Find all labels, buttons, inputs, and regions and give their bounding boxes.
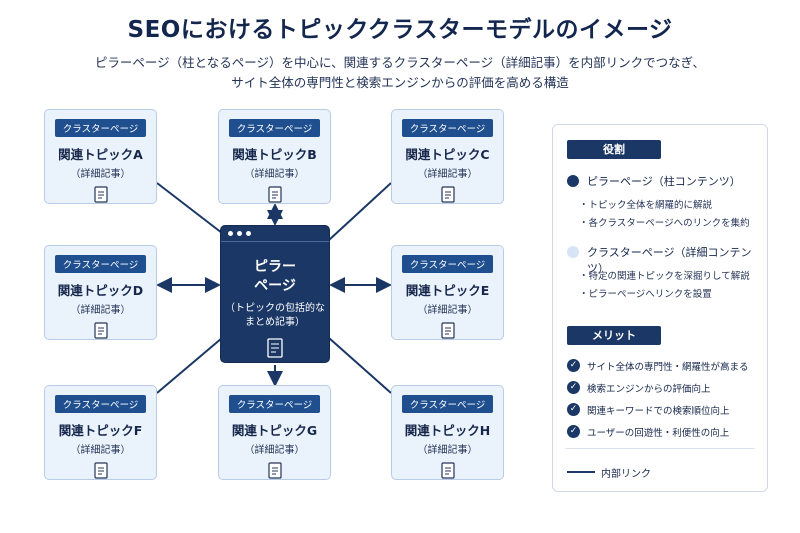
merit-item-4: ユーザーの回遊性・利便性の向上 [587, 428, 730, 439]
cluster-topic: 関連トピックG [231, 423, 318, 438]
document-icon [45, 322, 156, 339]
document-icon [219, 462, 330, 479]
cluster-role-label: クラスターページ（詳細コンテンツ） [587, 246, 752, 275]
cluster-detail: （詳細記事） [417, 305, 478, 316]
cluster-topic: 関連トピックH [404, 423, 491, 438]
cluster-tag: クラスターページ [54, 119, 147, 137]
panel-divider [565, 448, 755, 449]
document-icon [219, 186, 330, 203]
document-icon [392, 186, 503, 203]
document-icon [221, 338, 329, 358]
check-icon: ✓ [567, 359, 580, 372]
link-line-f [156, 337, 223, 394]
document-icon [392, 462, 503, 479]
pillar-role-dot [567, 175, 579, 187]
cluster-topic: 関連トピックA [58, 147, 143, 162]
internal-link-legend-label: 内部リンク [601, 469, 651, 480]
subtitle-line-2: サイト全体の専門性と検索エンジンからの評価を高める構造 [231, 75, 569, 90]
cluster-tag: クラスターページ [401, 395, 494, 413]
cluster-card-h: クラスターページ 関連トピックH （詳細記事） [391, 385, 504, 480]
pillar-role-bullet-1: ・トピック全体を網羅的に解説 [579, 200, 713, 211]
cluster-tag: クラスターページ [401, 255, 494, 273]
check-icon: ✓ [567, 425, 580, 438]
cluster-detail: （詳細記事） [70, 445, 131, 456]
cluster-topic: 関連トピックB [232, 147, 317, 162]
document-icon [45, 462, 156, 479]
window-dots [228, 231, 251, 236]
cluster-topic: 関連トピックC [405, 147, 490, 162]
cluster-role-bullet-1: ・特定の関連トピックを深掘りして解説 [579, 271, 750, 282]
cluster-role-bullet-2: ・ピラーページへリンクを設置 [579, 289, 712, 300]
cluster-tag: クラスターページ [54, 395, 147, 413]
merit-item-1: サイト全体の専門性・網羅性が高まる [587, 362, 749, 373]
check-icon: ✓ [567, 403, 580, 416]
merits-heading: メリット [567, 326, 661, 345]
cluster-detail: （詳細記事） [244, 445, 305, 456]
link-line-a [156, 182, 223, 234]
pillar-description: （トピックの包括的な まとめ記事） [225, 303, 325, 328]
subtitle-line-1: ピラーページ（柱となるページ）を中心に、関連するクラスターページ（詳細記事）を内… [94, 55, 706, 70]
link-line-c [328, 182, 392, 241]
cluster-topic: 関連トピックE [405, 283, 490, 298]
legend-panel: 役割 ピラーページ（柱コンテンツ） ・トピック全体を網羅的に解説 ・各クラスター… [552, 124, 768, 492]
cluster-card-c: クラスターページ 関連トピックC （詳細記事） [391, 109, 504, 204]
document-icon [392, 322, 503, 339]
cluster-detail: （詳細記事） [417, 169, 478, 180]
internal-link-legend-line [567, 471, 595, 473]
pillar-role-label: ピラーページ（柱コンテンツ） [587, 175, 741, 188]
cluster-card-e: クラスターページ 関連トピックE （詳細記事） [391, 245, 504, 340]
merit-item-2: 検索エンジンからの評価向上 [587, 384, 711, 395]
cluster-tag: クラスターページ [54, 255, 147, 273]
cluster-card-d: クラスターページ 関連トピックD （詳細記事） [44, 245, 157, 340]
cluster-detail: （詳細記事） [417, 445, 478, 456]
cluster-detail: （詳細記事） [70, 305, 131, 316]
cluster-tag: クラスターページ [228, 119, 321, 137]
link-line-h [328, 337, 392, 394]
pillar-title: ピラー ページ [254, 259, 296, 294]
cluster-tag: クラスターページ [401, 119, 494, 137]
cluster-role-dot [567, 246, 579, 258]
cluster-topic: 関連トピックF [58, 423, 143, 438]
merit-item-3: 関連キーワードでの検索順位向上 [587, 406, 730, 417]
pillar-role-bullet-2: ・各クラスターページへのリンクを集約 [579, 218, 750, 229]
cluster-topic: 関連トピックD [57, 283, 144, 298]
roles-heading: 役割 [567, 140, 661, 159]
cluster-detail: （詳細記事） [70, 169, 131, 180]
cluster-card-a: クラスターページ 関連トピックA （詳細記事） [44, 109, 157, 204]
cluster-card-b: クラスターページ 関連トピックB （詳細記事） [218, 109, 331, 204]
check-icon: ✓ [567, 381, 580, 394]
document-icon [45, 186, 156, 203]
page-title: SEOにおけるトピッククラスターモデルのイメージ [127, 17, 673, 43]
pillar-page-card: ピラー ページ （トピックの包括的な まとめ記事） [220, 225, 330, 363]
cluster-detail: （詳細記事） [244, 169, 305, 180]
cluster-card-g: クラスターページ 関連トピックG （詳細記事） [218, 385, 331, 480]
cluster-card-f: クラスターページ 関連トピックF （詳細記事） [44, 385, 157, 480]
cluster-tag: クラスターページ [228, 395, 321, 413]
